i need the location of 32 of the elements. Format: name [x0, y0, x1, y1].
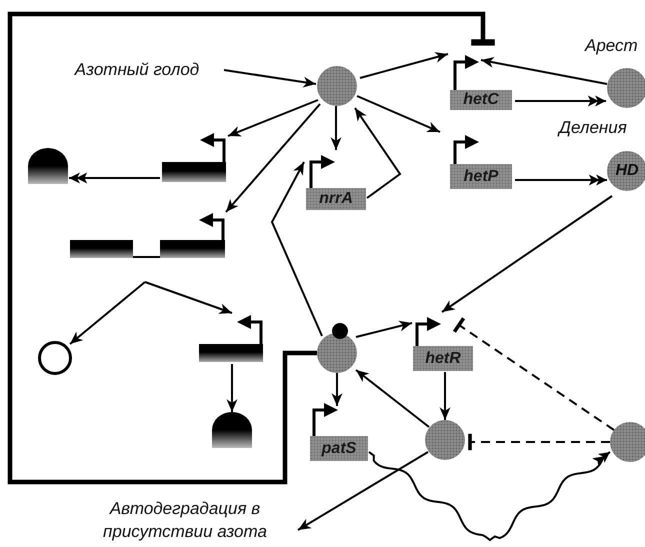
arrow [226, 364, 238, 412]
arrow [69, 281, 146, 345]
arrow [224, 69, 316, 88]
gene-label: nrrA [306, 188, 366, 210]
gene-label: hetC [450, 90, 512, 110]
arrow [297, 451, 429, 531]
arrow [354, 107, 402, 199]
connector-line [133, 256, 160, 258]
annotation-text: Арест [585, 36, 638, 56]
arrow [355, 369, 430, 428]
gene-label: hetP [450, 164, 512, 189]
arrow [225, 103, 321, 213]
inhibition-line [452, 317, 615, 431]
annotation-text: Деления [559, 118, 627, 138]
inhibition-line [468, 434, 610, 450]
arrow [356, 320, 412, 338]
arrow [440, 372, 450, 420]
arrow [356, 95, 440, 133]
arrow [441, 195, 613, 313]
arrow [360, 52, 448, 79]
annotation-text: Азотный голод [73, 59, 200, 81]
gene-label: hetR [413, 346, 473, 371]
gene-label: patS [310, 436, 368, 461]
arrow [330, 106, 342, 150]
arrow [228, 99, 318, 137]
arrow [144, 281, 232, 314]
arrow [332, 373, 342, 406]
annotation-text: Автодеградация в присутствии азота [102, 498, 268, 543]
inhibition-line [8, 12, 495, 484]
arrow [270, 162, 323, 336]
arrow [480, 57, 608, 85]
protein-circle: HD [607, 151, 645, 191]
